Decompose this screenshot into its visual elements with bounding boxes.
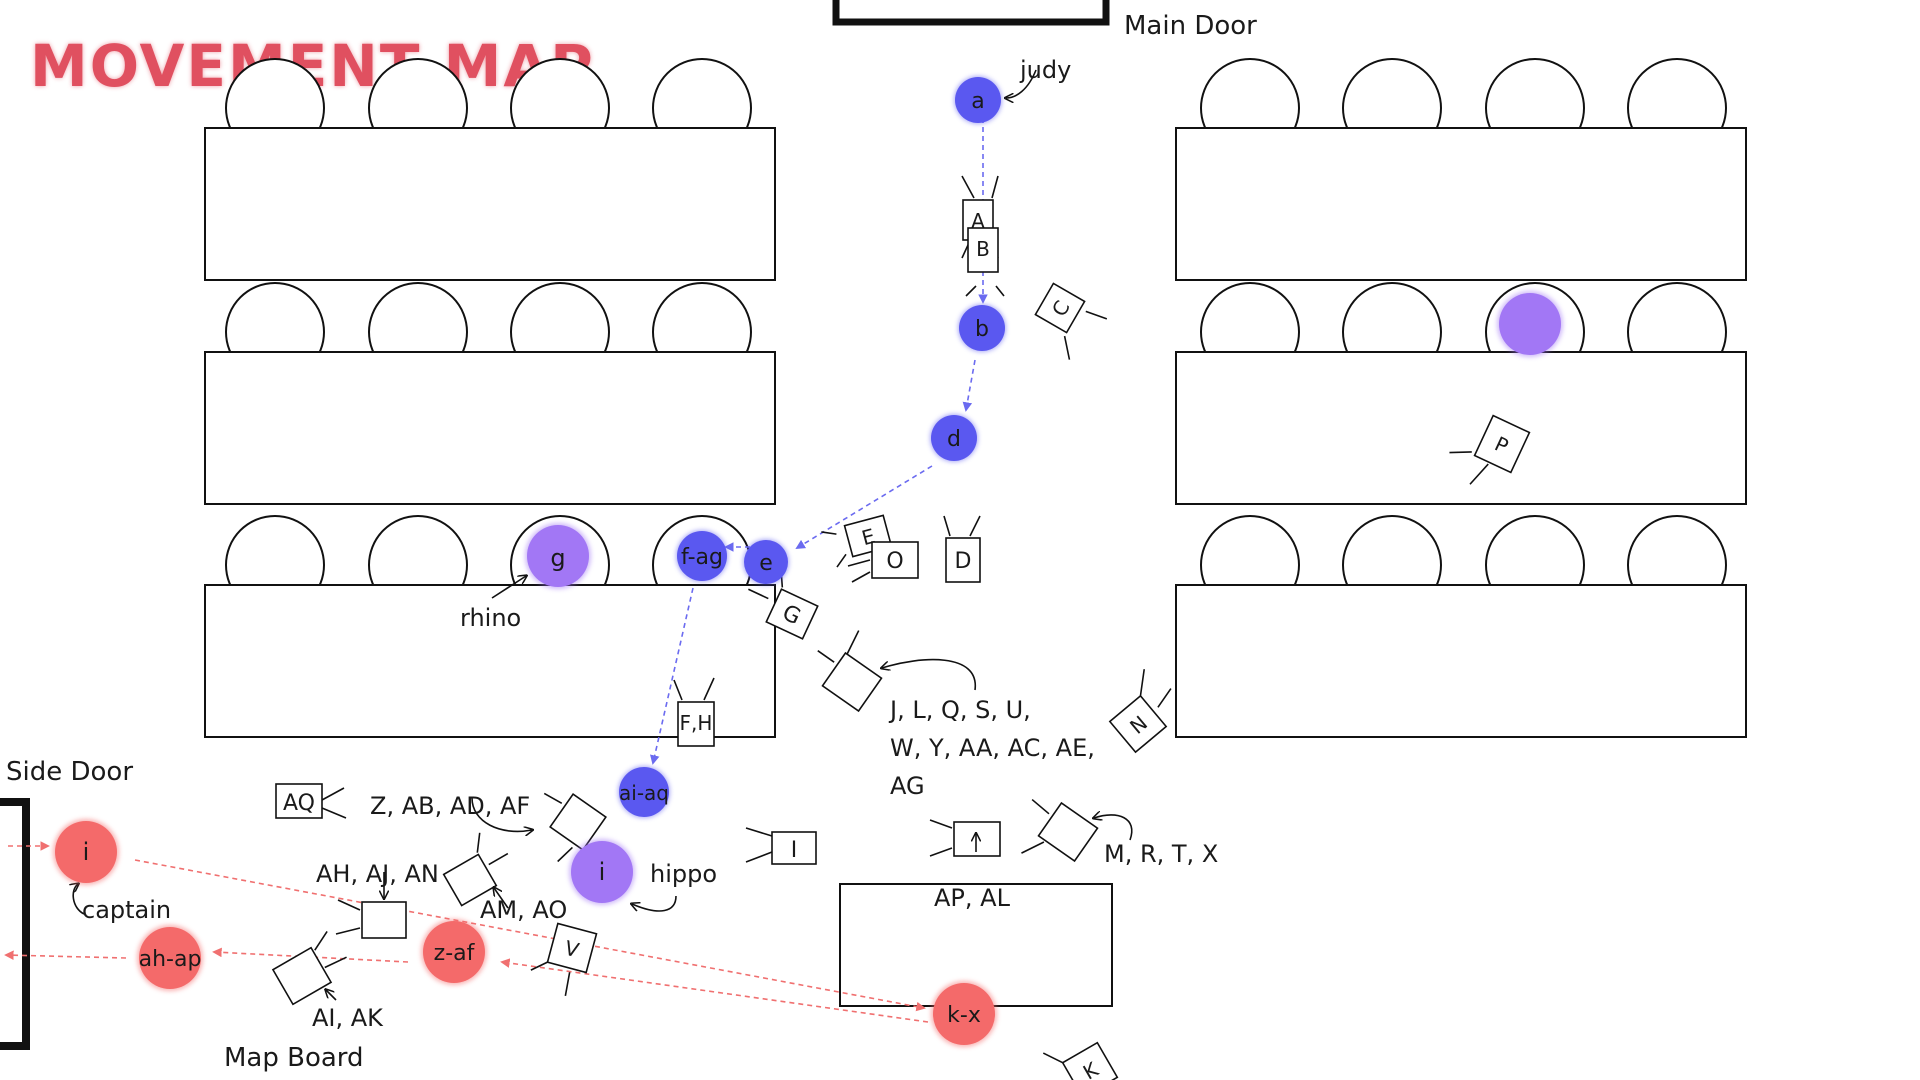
main-door bbox=[832, 0, 1110, 26]
main-door-label: Main Door bbox=[1124, 11, 1257, 41]
group-j-label-3: AG bbox=[890, 772, 925, 800]
svg-text:i: i bbox=[83, 838, 90, 866]
svg-text:ai-aq: ai-aq bbox=[619, 781, 669, 805]
group-ai-label: AI, AK bbox=[312, 1004, 384, 1032]
svg-text:f-ag: f-ag bbox=[681, 545, 723, 570]
camera-AQ: AQ bbox=[275, 783, 347, 819]
svg-text:I: I bbox=[791, 838, 798, 863]
svg-text:d: d bbox=[947, 427, 961, 452]
purple-tokens: g i bbox=[525, 291, 1563, 905]
side-door-label: Side Door bbox=[6, 757, 133, 787]
chair-row-left-2 bbox=[225, 282, 752, 382]
camera-P: P bbox=[1449, 414, 1531, 485]
camera-AH-group bbox=[442, 832, 509, 907]
token-unlabeled bbox=[1497, 291, 1563, 357]
hippo-label: hippo bbox=[650, 860, 717, 888]
table-right-3 bbox=[1175, 584, 1747, 738]
table-left-1 bbox=[204, 127, 776, 281]
table-right-2 bbox=[1175, 351, 1747, 505]
group-am-label: AM, AO bbox=[480, 896, 567, 924]
group-j-label-2: W, Y, AA, AC, AE, bbox=[890, 734, 1095, 762]
token-f-ag: f-ag bbox=[676, 530, 728, 582]
camera-I: I bbox=[745, 827, 817, 865]
token-ah-ap: ah-ap bbox=[137, 925, 203, 991]
left-seating-area bbox=[204, 58, 776, 738]
camera-M-group bbox=[1021, 798, 1099, 863]
token-e: e bbox=[743, 539, 789, 585]
svg-text:A: A bbox=[971, 209, 985, 233]
group-ah-label: AH, AJ, AN bbox=[316, 860, 439, 888]
camera-D: D bbox=[943, 515, 981, 583]
camera-N: N bbox=[1108, 669, 1172, 754]
svg-text:z-af: z-af bbox=[434, 941, 476, 966]
group-j-label-1: J, L, Q, S, U, bbox=[888, 696, 1031, 724]
token-a: a bbox=[954, 76, 1002, 124]
red-tokens: i ah-ap z-af k-x bbox=[53, 819, 997, 1047]
blue-tokens: a b d e f-ag ai-aq bbox=[618, 76, 1006, 818]
token-z-af: z-af bbox=[421, 919, 487, 985]
svg-text:b: b bbox=[975, 317, 989, 342]
camera-B: B bbox=[965, 227, 1005, 297]
token-hippo-i: i bbox=[569, 839, 635, 905]
svg-text:O: O bbox=[886, 549, 903, 574]
group-ap-label: AP, AL bbox=[934, 884, 1011, 912]
svg-text:i: i bbox=[599, 858, 606, 886]
red-paths bbox=[4, 841, 929, 1023]
svg-text:D: D bbox=[955, 549, 972, 574]
svg-text:a: a bbox=[971, 89, 984, 114]
camera-AM-group bbox=[335, 899, 407, 939]
right-seating-area bbox=[1175, 58, 1747, 738]
camera-V: V bbox=[530, 922, 598, 997]
svg-text:k-x: k-x bbox=[947, 1003, 981, 1028]
camera-C: C bbox=[1034, 282, 1108, 360]
token-k-x: k-x bbox=[931, 981, 997, 1047]
table-left-2 bbox=[204, 351, 776, 505]
svg-text:F,H: F,H bbox=[680, 711, 713, 735]
token-captain-i: i bbox=[53, 819, 119, 885]
rhino-label: rhino bbox=[460, 604, 521, 632]
token-b: b bbox=[958, 304, 1006, 352]
svg-text:e: e bbox=[759, 551, 773, 576]
annotation-arrows bbox=[73, 69, 1133, 1001]
token-ai-aq: ai-aq bbox=[618, 766, 670, 818]
camera-O: O bbox=[847, 541, 919, 583]
side-door bbox=[0, 798, 30, 1050]
svg-text:V: V bbox=[562, 936, 582, 963]
camera-FH: F,H bbox=[673, 677, 715, 747]
token-g: g bbox=[525, 523, 591, 589]
camera-AP-group bbox=[929, 819, 1001, 857]
group-z-label: Z, AB, AD, AF bbox=[370, 792, 530, 820]
camera-Z-group bbox=[543, 792, 607, 863]
svg-text:AQ: AQ bbox=[283, 791, 315, 816]
svg-text:g: g bbox=[550, 544, 565, 572]
token-d: d bbox=[930, 414, 978, 462]
table-right-1 bbox=[1175, 127, 1747, 281]
camera-K: K bbox=[1042, 1041, 1119, 1080]
svg-text:B: B bbox=[976, 237, 990, 261]
svg-text:ah-ap: ah-ap bbox=[139, 947, 202, 972]
camera-AI-group bbox=[271, 931, 347, 1006]
group-m-label: M, R, T, X bbox=[1104, 840, 1218, 868]
map-board-label: Map Board bbox=[224, 1043, 364, 1073]
captain-label: captain bbox=[82, 896, 171, 924]
group-labels: judy rhino J, L, Q, S, U, W, Y, AA, AC, … bbox=[82, 56, 1218, 1032]
map-title: MOVEMENT MAP MOVEMENT MAP bbox=[30, 32, 593, 100]
judy-label: judy bbox=[1019, 56, 1071, 84]
camera-J-group bbox=[817, 630, 883, 713]
